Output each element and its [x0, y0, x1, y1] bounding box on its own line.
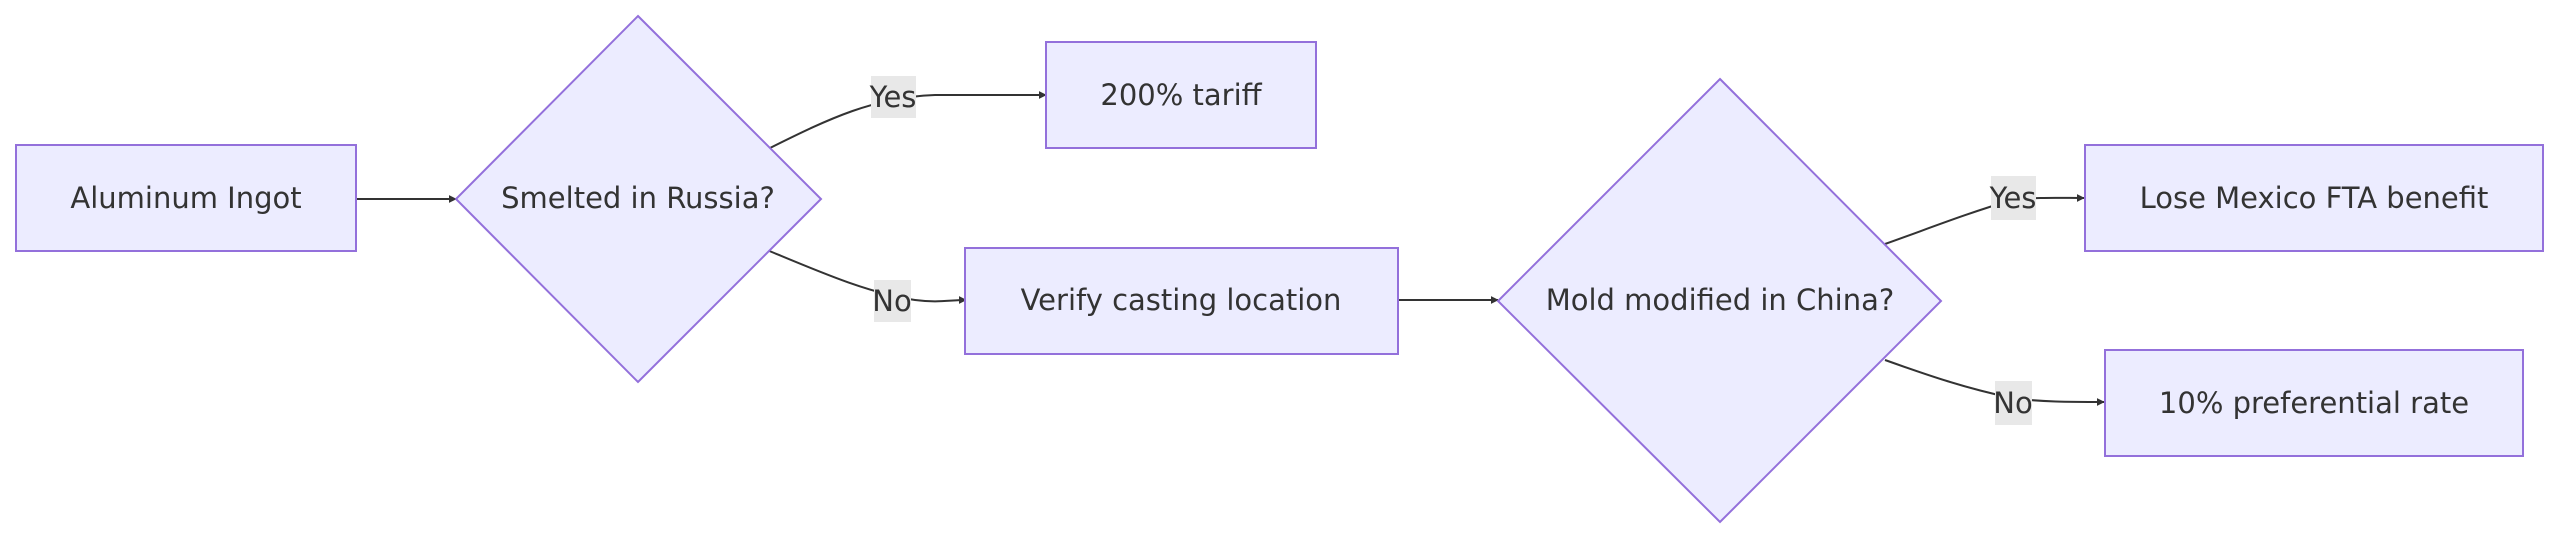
svg-text:No: No [1993, 386, 2032, 420]
node-lose-mexico-fta-benefit: Lose Mexico FTA benefit [2084, 144, 2544, 252]
node-verify-casting-location: Verify casting location [964, 247, 1399, 355]
edge-label-yes-2: Yes [1989, 176, 2037, 220]
edge-label-no-1: No [872, 280, 912, 322]
svg-text:Lose Mexico FTA benefit: Lose Mexico FTA benefit [2140, 181, 2489, 215]
edge-label-no-2: No [1993, 381, 2033, 425]
svg-text:200% tariff: 200% tariff [1100, 78, 1262, 112]
edge-smelted-no [766, 249, 967, 305]
edge-smelted-yes [769, 91, 1047, 149]
svg-text:Yes: Yes [1989, 181, 2037, 215]
svg-text:Aluminum Ingot: Aluminum Ingot [70, 181, 301, 215]
svg-text:No: No [872, 284, 911, 318]
svg-text:Mold modified in China?: Mold modified in China? [1546, 283, 1895, 317]
node-10-preferential-rate: 10% preferential rate [2104, 349, 2524, 457]
node-aluminum-ingot: Aluminum Ingot [15, 144, 357, 252]
node-mold-modified-in-china: Mold modified in China? [1496, 77, 1943, 524]
svg-text:Smelted in Russia?: Smelted in Russia? [501, 181, 775, 215]
svg-text:10% preferential rate: 10% preferential rate [2159, 386, 2469, 420]
svg-text:Yes: Yes [869, 80, 917, 114]
edge-label-yes-1: Yes [869, 76, 917, 118]
edge-mold-yes [1884, 193, 2085, 245]
node-smelted-in-russia: Smelted in Russia? [454, 14, 823, 384]
node-200-tariff: 200% tariff [1045, 41, 1317, 149]
svg-text:Verify casting location: Verify casting location [1021, 283, 1342, 317]
